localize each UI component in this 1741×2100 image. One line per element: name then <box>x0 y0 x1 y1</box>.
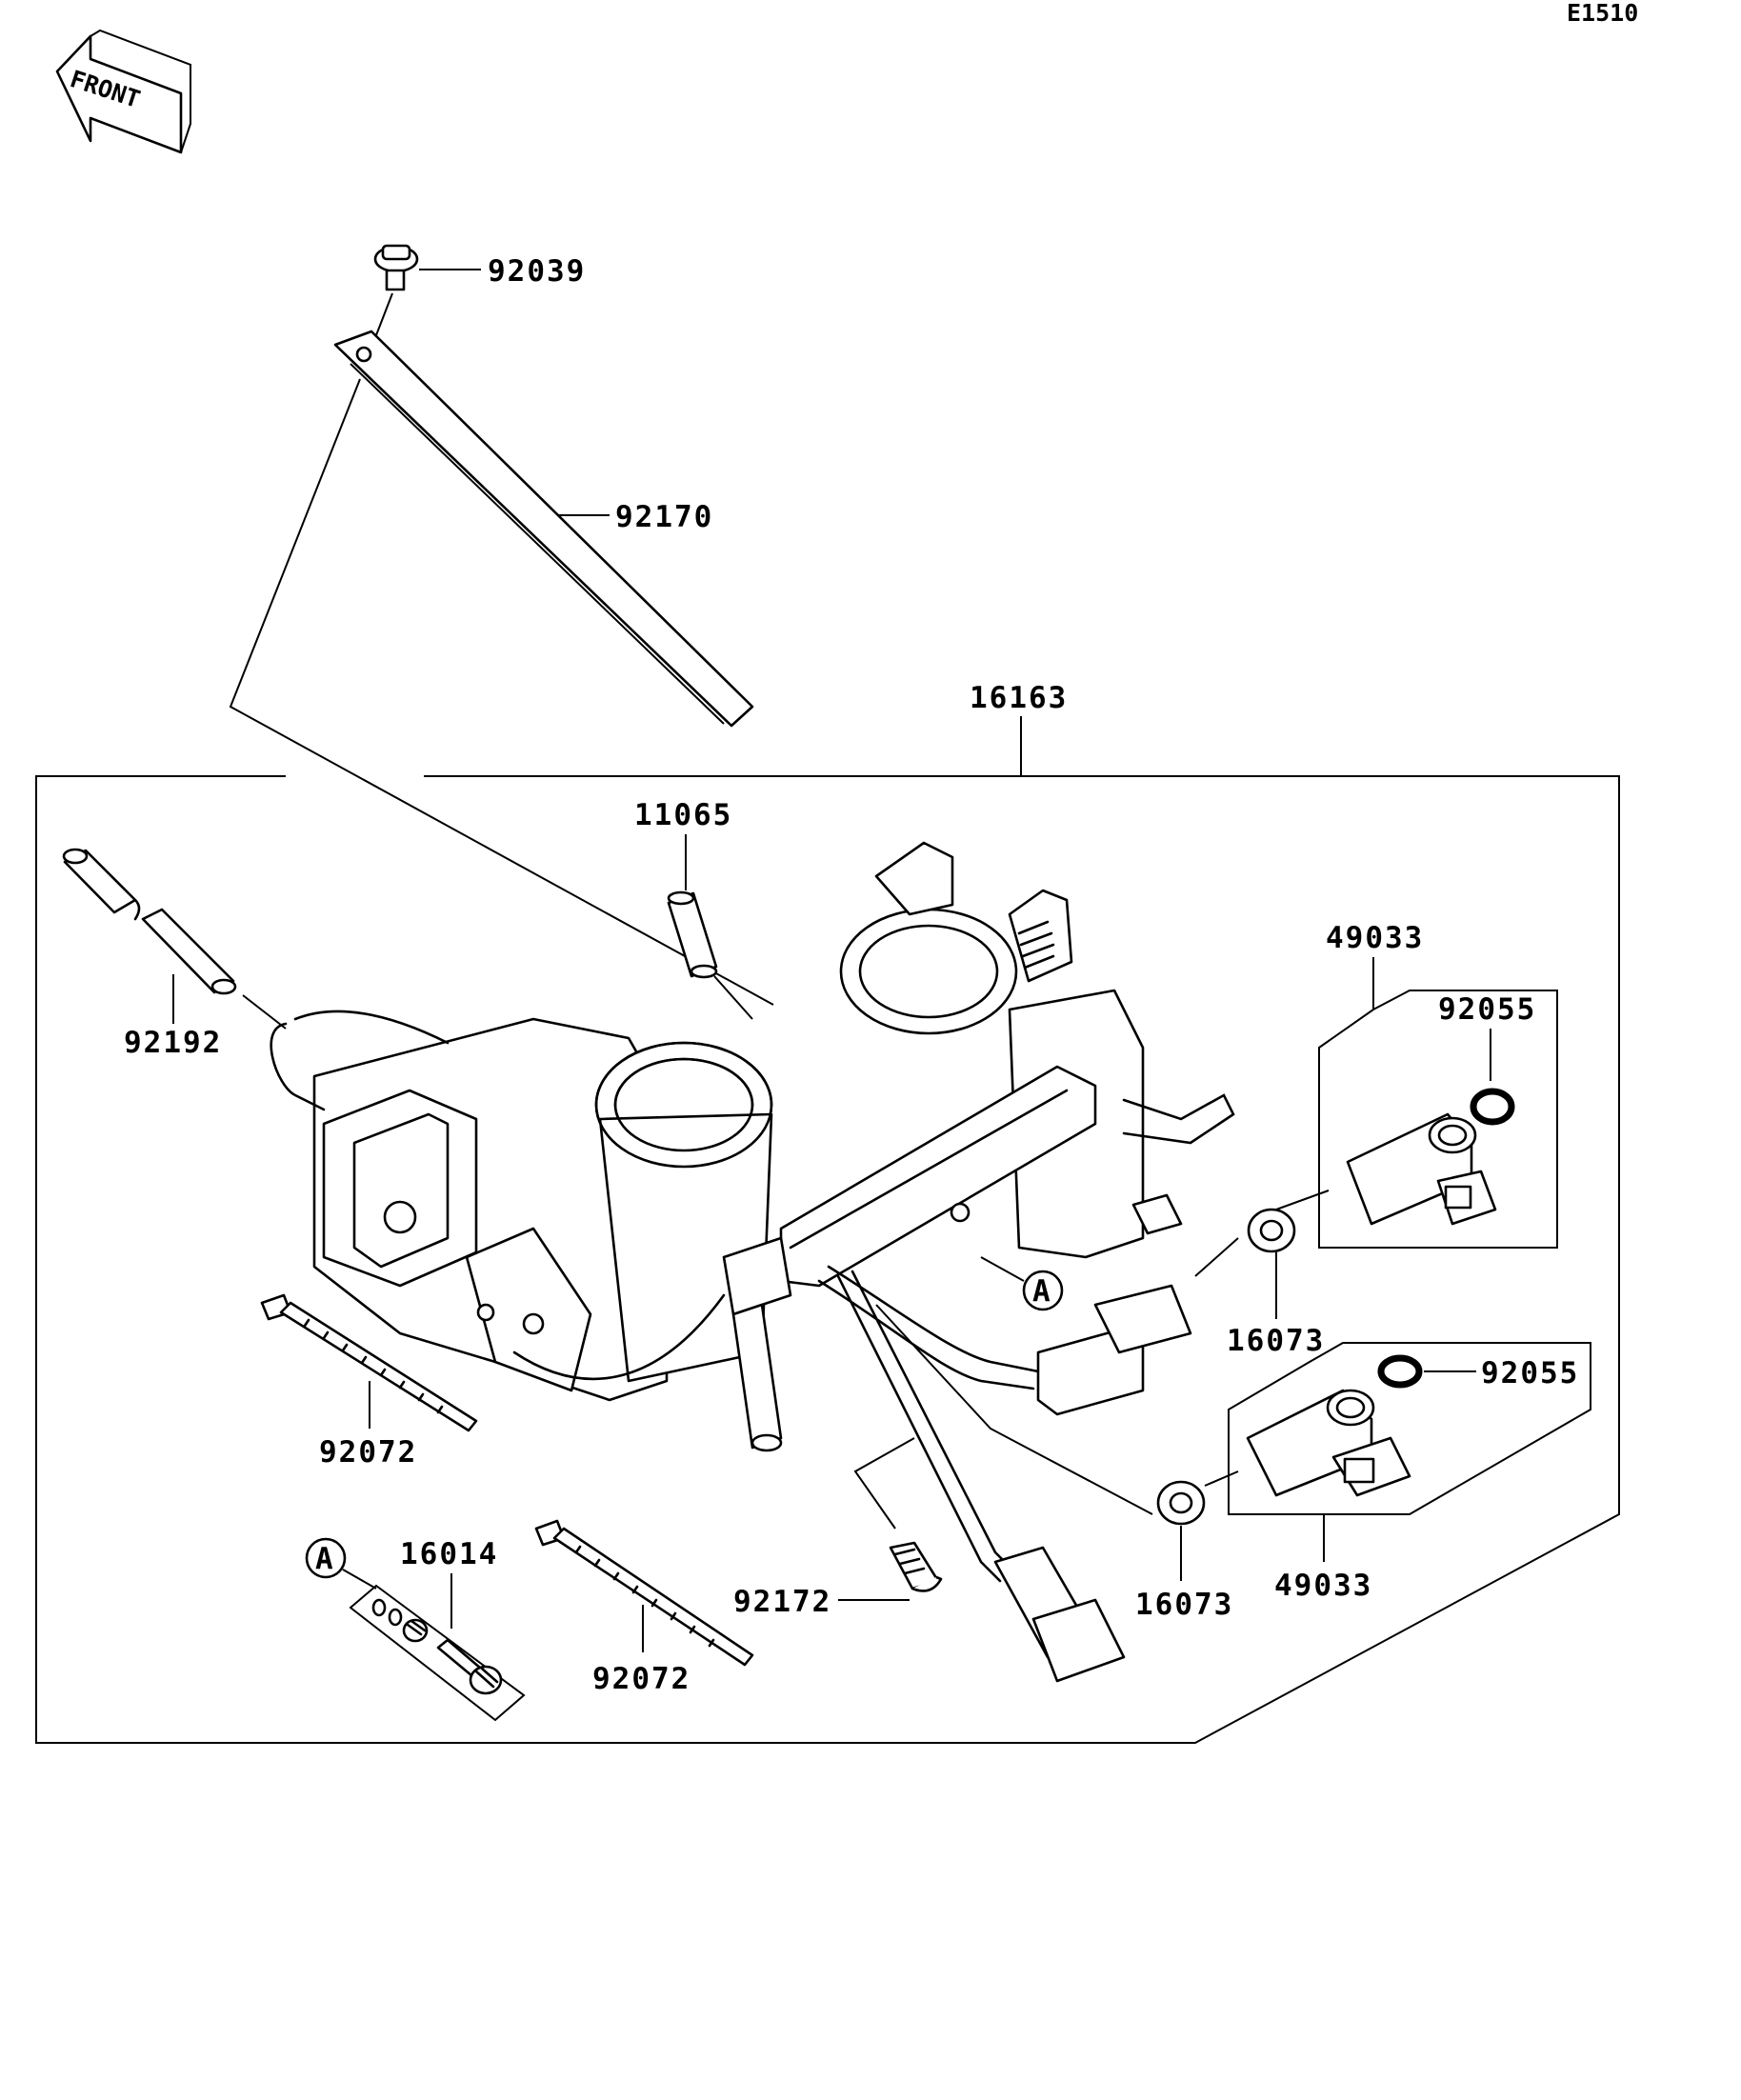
part-label-92072-center: 92072 <box>592 1662 690 1696</box>
oring-92055-bottom-icon <box>1377 1354 1423 1389</box>
throttle-body-assembly-icon <box>270 841 1235 1683</box>
diagram-code: E1510 <box>1567 0 1638 27</box>
screw-92172-icon <box>889 1541 943 1592</box>
injector-bottom-icon <box>1246 1389 1411 1497</box>
part-label-16014: 16014 <box>400 1537 498 1571</box>
part-label-16073-top: 16073 <box>1227 1324 1325 1358</box>
injector-top-icon <box>1346 1112 1497 1226</box>
oring-92055-top-icon <box>1470 1088 1515 1126</box>
seal-16073-top-icon <box>1247 1208 1296 1253</box>
cap-11065-icon <box>667 890 718 979</box>
reference-mark-a-assembly: A <box>980 1256 1064 1311</box>
clamp-band-92072-center-icon <box>534 1519 754 1667</box>
part-label-92170: 92170 <box>615 500 713 534</box>
assembly-outline <box>35 775 1620 1744</box>
part-label-16073-bottom: 16073 <box>1135 1588 1233 1622</box>
part-label-92039: 92039 <box>488 254 586 289</box>
front-arrow-icon: FRONT <box>55 29 191 154</box>
seal-16073-bottom-icon <box>1156 1480 1206 1526</box>
part-label-92172: 92172 <box>733 1585 831 1619</box>
part-label-92055-bottom: 92055 <box>1481 1356 1579 1390</box>
plate-92170-icon <box>333 330 754 728</box>
reference-mark-a-kit-text: A <box>315 1542 335 1576</box>
pilot-screw-kit-16014-icon <box>349 1584 526 1722</box>
part-label-92055-top: 92055 <box>1438 992 1536 1027</box>
part-label-49033-top: 49033 <box>1326 921 1424 955</box>
injector-group-top-outline <box>1318 990 1558 1249</box>
clamp-band-92072-left-icon <box>260 1293 478 1432</box>
part-label-16163: 16163 <box>970 681 1068 715</box>
reference-mark-a-assembly-text: A <box>1032 1274 1052 1309</box>
part-label-92072-left: 92072 <box>319 1435 417 1470</box>
part-label-11065: 11065 <box>634 798 732 832</box>
bolt-92039-icon <box>373 244 419 291</box>
hose-92192-icon <box>62 848 237 995</box>
part-label-92192: 92192 <box>124 1026 222 1060</box>
part-label-49033-bottom: 49033 <box>1274 1569 1372 1603</box>
injector-group-bottom-outline <box>1228 1342 1591 1515</box>
reference-mark-a-kit: A <box>305 1537 347 1579</box>
